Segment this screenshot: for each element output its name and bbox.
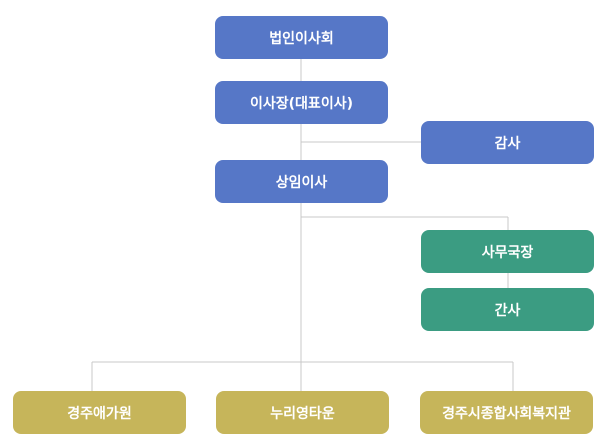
chairman-box: 이사장(대표이사) bbox=[215, 81, 388, 124]
board-of-directors-box: 법인이사회 bbox=[215, 16, 388, 59]
facility-box: 경주애가원 bbox=[13, 391, 186, 434]
standing-director-box: 상임이사 bbox=[215, 160, 388, 203]
facility-box: 경주시종합사회복지관 bbox=[420, 391, 593, 434]
connector-group bbox=[91, 59, 514, 391]
secretary-general-box: 사무국장 bbox=[421, 230, 594, 273]
staff-box: 간사 bbox=[421, 288, 594, 331]
auditor-box: 감사 bbox=[421, 121, 594, 164]
facility-box: 누리영타운 bbox=[216, 391, 389, 434]
